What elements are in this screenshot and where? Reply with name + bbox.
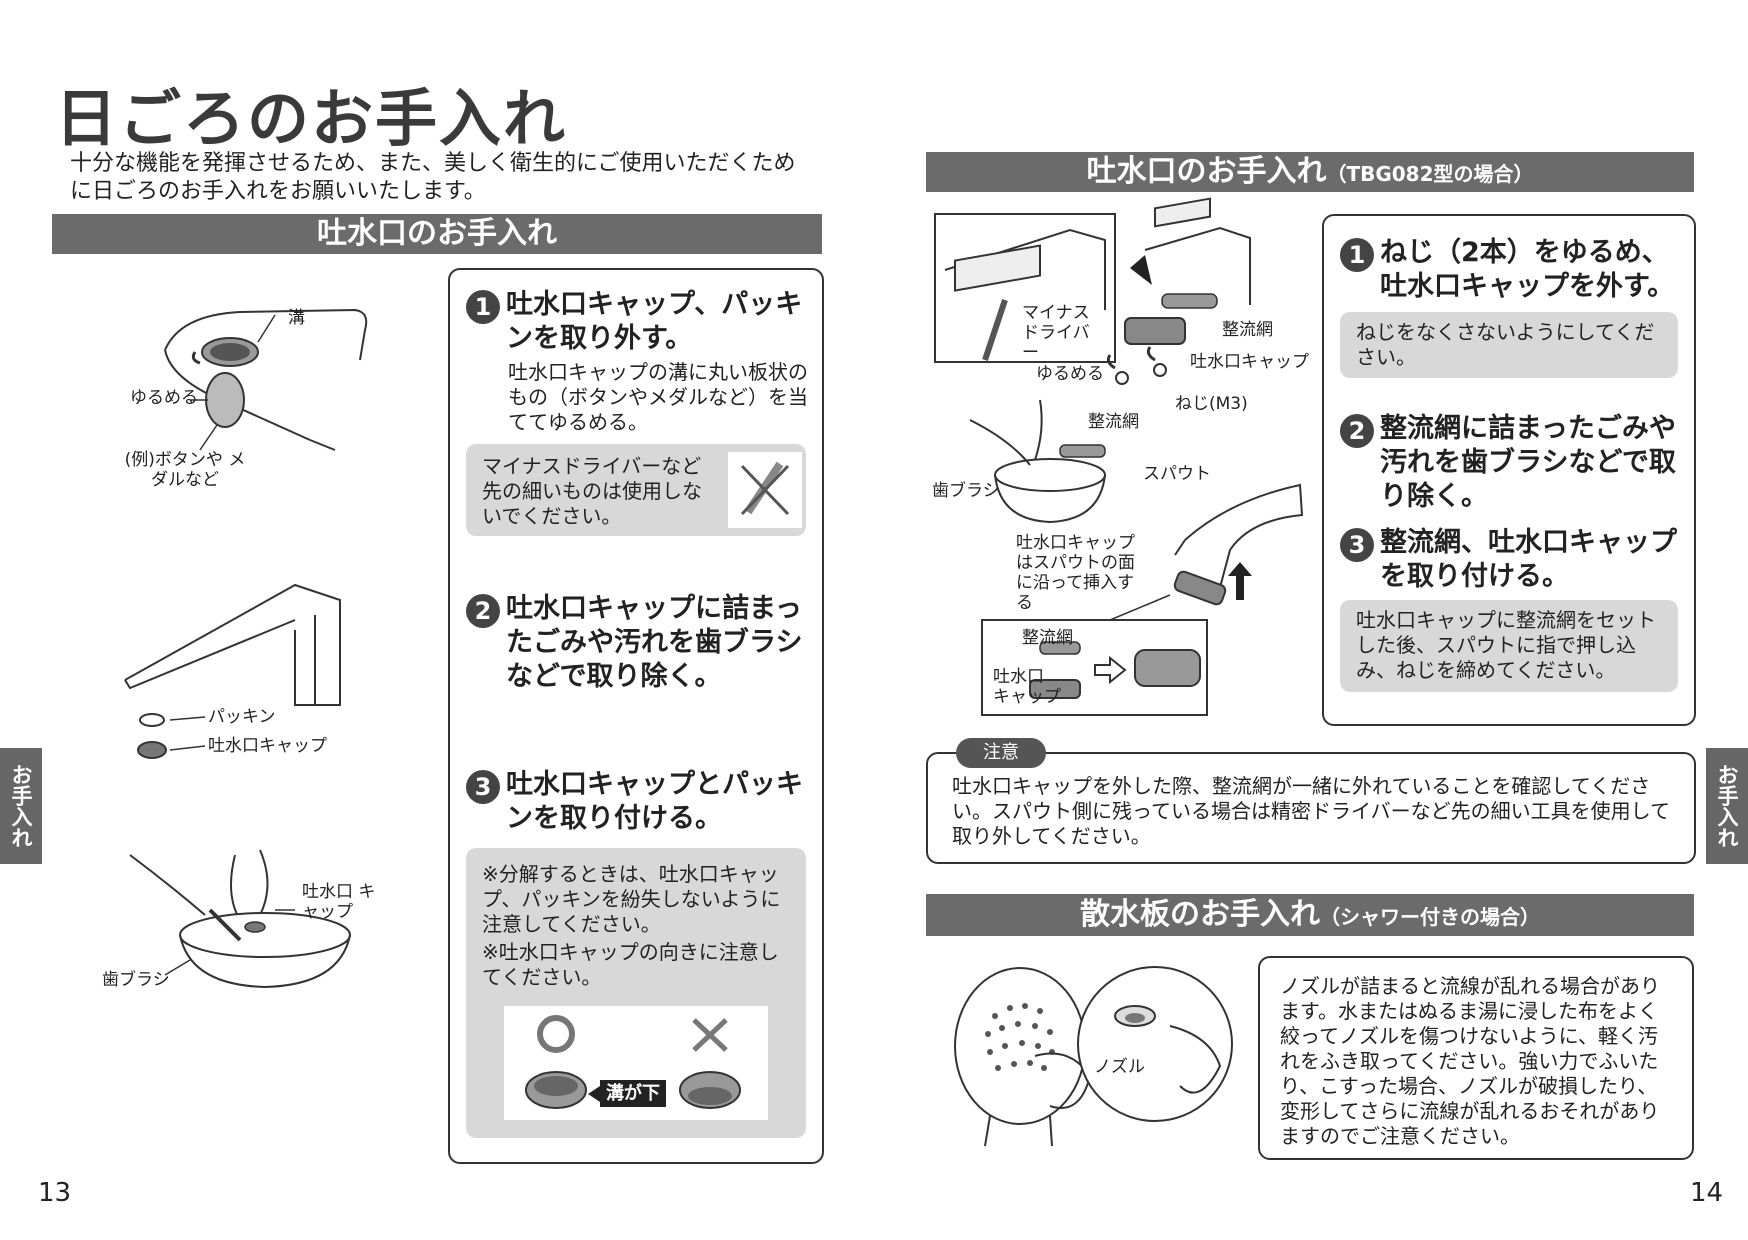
step-3: 3 整流網、吐水口キャップを取り付ける。 bbox=[1340, 526, 1680, 594]
shower-text: ノズルが詰まると流線が乱れる場合があります。水またはぬるま湯に浸した布をよく絞っ… bbox=[1280, 974, 1660, 1148]
step-2: 2 吐水口キャップに詰まったごみや汚れを歯ブラシなどで取り除く。 bbox=[466, 592, 806, 694]
step-2: 2 整流網に詰まったごみや汚れを歯ブラシなどで取り除く。 bbox=[1340, 412, 1680, 514]
note-line-2: ※吐水口キャップの向きに注意してください。 bbox=[482, 940, 779, 989]
step-1-desc: 吐水口キャップの溝に丸い板状のもの（ボタンやメダルなど）を当ててゆるめる。 bbox=[508, 360, 808, 434]
label-example: (例)ボタンや メダルなど bbox=[124, 450, 246, 490]
label-cap: 吐水口キャップ bbox=[208, 736, 327, 756]
step-text: 整流網、吐水口キャップを取り付ける。 bbox=[1380, 527, 1677, 592]
section-title: 吐水口のお手入れ bbox=[317, 216, 557, 251]
step-number: 1 bbox=[466, 290, 500, 324]
section2-sub: （シャワー付きの場合） bbox=[1320, 905, 1540, 929]
note-text: ねじをなくさないようにしてください。 bbox=[1356, 320, 1655, 369]
step-text: ねじ（2本）をゆるめ、吐水口キャップを外す。 bbox=[1380, 237, 1675, 302]
caution-tag: 注意 bbox=[956, 738, 1046, 768]
label-screw: ねじ(M3) bbox=[1175, 394, 1248, 414]
step-number: 2 bbox=[1340, 414, 1374, 448]
shower-head-illustration bbox=[954, 966, 1233, 1147]
label-cap: 吐水口キャップ bbox=[1190, 352, 1309, 372]
label-loosen: ゆるめる bbox=[130, 388, 198, 408]
label-brush: 歯ブラシ bbox=[102, 970, 170, 990]
label-filter3: 整流網 bbox=[1022, 628, 1073, 648]
step-3-note: ※分解するときは、吐水口キャップ、パッキンを紛失しないように注意してください。 … bbox=[466, 848, 806, 1138]
steps-box-left: 1 吐水口キャップ、パッキンを取り外す。 吐水口キャップの溝に丸い板状のもの（ボ… bbox=[448, 268, 824, 1164]
step-3: 3 吐水口キャップとパッキンを取り付ける。 bbox=[466, 768, 806, 836]
caution-box: 吐水口キャップを外した際、整流網が一緒に外れていることを確認してください。スパウ… bbox=[926, 752, 1696, 864]
label-nozzle: ノズル bbox=[1094, 1057, 1145, 1077]
section1-title: 吐水口のお手入れ bbox=[1086, 154, 1327, 189]
no-driver-icon bbox=[728, 452, 802, 528]
side-tab-right[interactable]: お手入れ bbox=[1706, 748, 1748, 864]
orientation-panel: 溝が下 bbox=[504, 1006, 768, 1120]
step-number: 2 bbox=[466, 594, 500, 628]
brush-basin-illustration bbox=[129, 849, 351, 989]
step-1: 1 ねじ（2本）をゆるめ、吐水口キャップを外す。 bbox=[1340, 236, 1680, 304]
label-driver: マイナス ドライバー bbox=[1022, 303, 1090, 363]
label-filter: 整流網 bbox=[1222, 320, 1273, 340]
page-title: 日ごろのお手入れ bbox=[55, 82, 568, 155]
note-text: マイナスドライバーなど先の細いものは使用しないでください。 bbox=[482, 454, 702, 528]
step-number: 3 bbox=[1340, 528, 1374, 562]
section1-sub: （TBG082型の場合） bbox=[1326, 162, 1534, 186]
section-bar-spout: 吐水口のお手入れ bbox=[52, 214, 822, 254]
step-text: 吐水口キャップ、パッキンを取り外す。 bbox=[506, 289, 803, 354]
step-text: 吐水口キャップとパッキンを取り付ける。 bbox=[506, 769, 803, 834]
label-insert: 吐水口キャップ はスパウトの面 に沿って挿入する bbox=[1016, 533, 1135, 613]
note-line-1: ※分解するときは、吐水口キャップ、パッキンを紛失しないように注意してください。 bbox=[482, 862, 781, 936]
section2-title: 散水板のお手入れ bbox=[1080, 897, 1320, 932]
label-packing: パッキン bbox=[208, 707, 276, 727]
step-1: 1 吐水口キャップ、パッキンを取り外す。 bbox=[466, 288, 806, 356]
faucet-illustration bbox=[124, 583, 341, 759]
step-1-note: ねじをなくさないようにしてください。 bbox=[1340, 312, 1678, 378]
note-text: 吐水口キャップに整流網をセットした後、スパウトに指で押し込み、ねじを締めてくださ… bbox=[1356, 608, 1656, 682]
shower-text-box: ノズルが詰まると流線が乱れる場合があります。水またはぬるま湯に浸した布をよく絞っ… bbox=[1258, 956, 1694, 1160]
label-groove: 溝 bbox=[288, 308, 305, 328]
label-loosen: ゆるめる bbox=[1036, 364, 1104, 384]
label-cap2: 吐水口 キャップ bbox=[302, 882, 376, 922]
label-cap3: 吐水口 キャップ bbox=[993, 667, 1061, 707]
step-number: 1 bbox=[1340, 238, 1374, 272]
label-spout: スパウト bbox=[1143, 464, 1211, 484]
step-number: 3 bbox=[466, 770, 500, 804]
step-text: 整流網に詰まったごみや汚れを歯ブラシなどで取り除く。 bbox=[1380, 413, 1676, 512]
step-text: 吐水口キャップに詰まったごみや汚れを歯ブラシなどで取り除く。 bbox=[506, 593, 803, 692]
step-3-note: 吐水口キャップに整流網をセットした後、スパウトに指で押し込み、ねじを締めてくださ… bbox=[1340, 600, 1678, 692]
spout-cap-illustration bbox=[164, 308, 368, 451]
label-brush: 歯ブラシ bbox=[932, 481, 1000, 501]
steps-box-right: 1 ねじ（2本）をゆるめ、吐水口キャップを外す。 ねじをなくさないようにしてくだ… bbox=[1322, 214, 1696, 726]
section-bar-spout-tbg: 吐水口のお手入れ（TBG082型の場合） bbox=[926, 152, 1694, 192]
intro-text: 十分な機能を発揮させるため、また、美しく衛生的にご使用いただくために日ごろのお手… bbox=[70, 151, 796, 204]
orientation-label: 溝が下 bbox=[600, 1080, 666, 1107]
section-bar-shower: 散水板のお手入れ（シャワー付きの場合） bbox=[926, 894, 1694, 936]
tbg082-illustration bbox=[934, 197, 1304, 716]
label-filter2: 整流網 bbox=[1088, 412, 1139, 432]
step-1-note: マイナスドライバーなど先の細いものは使用しないでください。 bbox=[466, 444, 806, 536]
caution-text: 吐水口キャップを外した際、整流網が一緒に外れていることを確認してください。スパウ… bbox=[952, 774, 1670, 848]
page-number-left: 13 bbox=[38, 1178, 72, 1208]
side-tab-left[interactable]: お手入れ bbox=[0, 748, 42, 864]
page-number-right: 14 bbox=[1690, 1178, 1724, 1208]
